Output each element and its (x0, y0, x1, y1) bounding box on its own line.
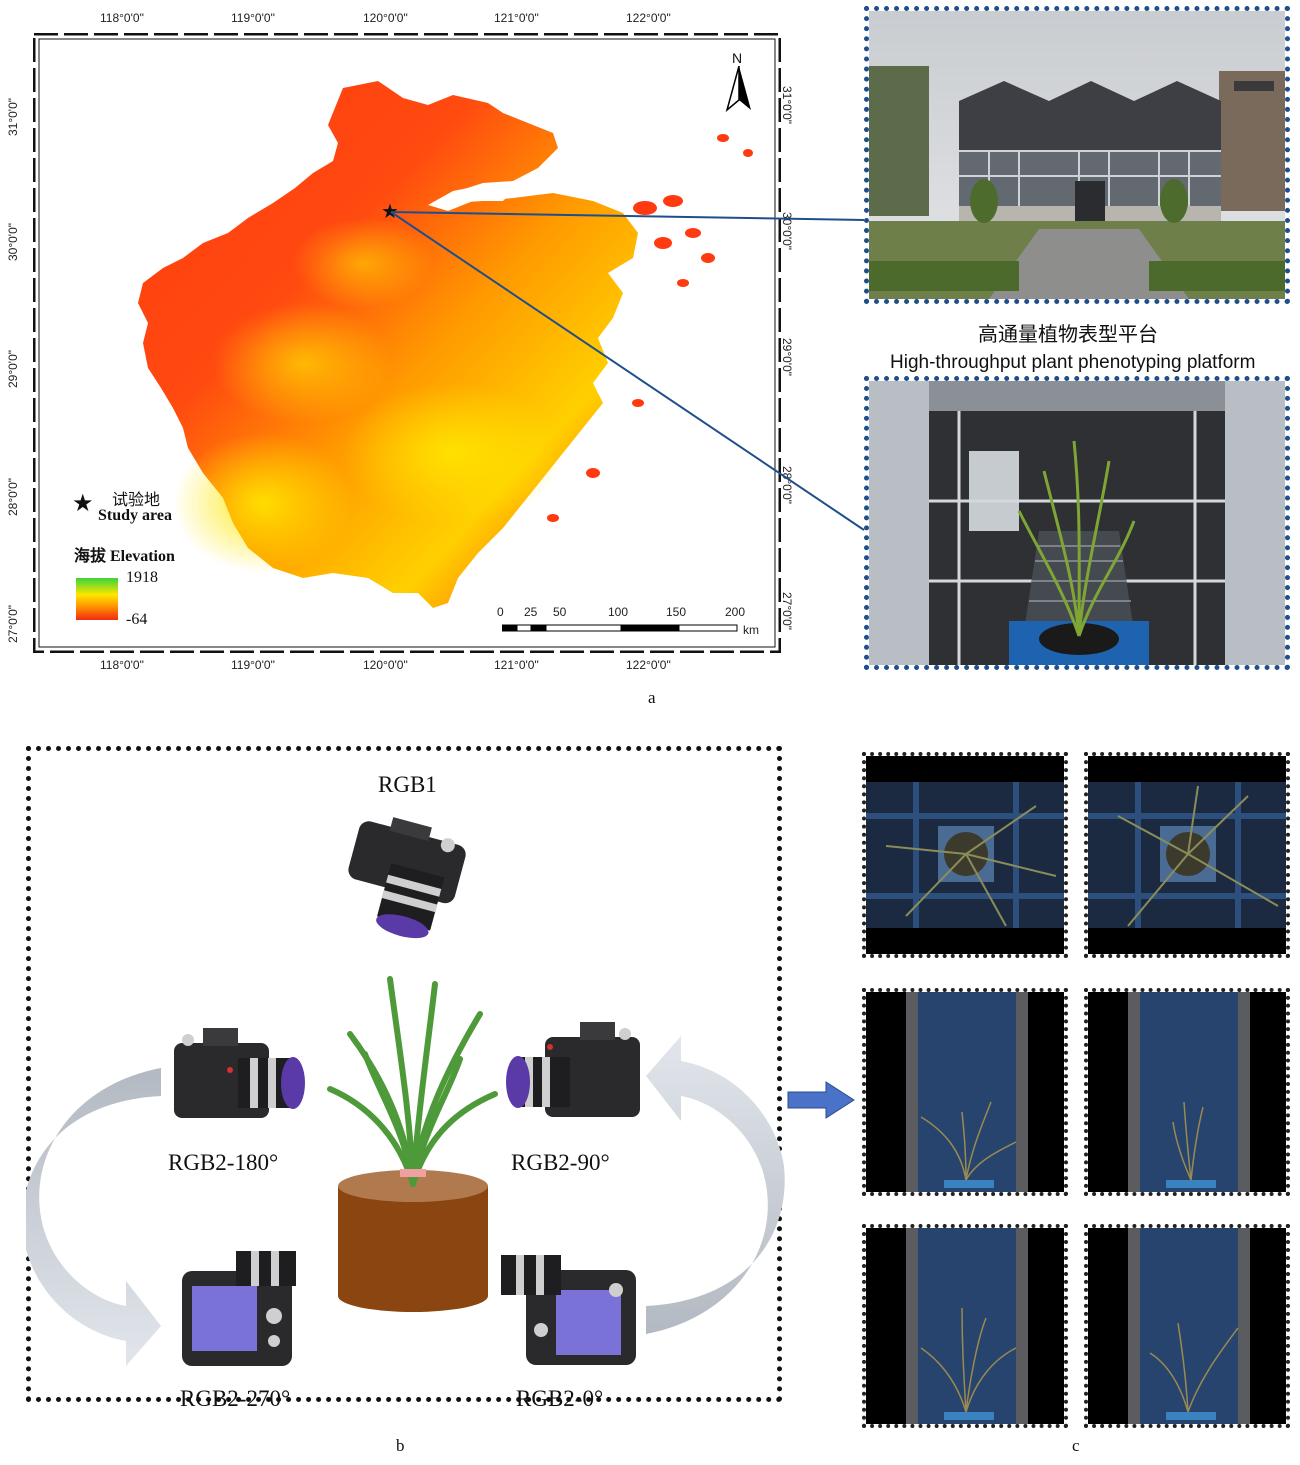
plant-pot-illustration (327, 976, 498, 1312)
thumb-top-view-2 (1084, 752, 1290, 958)
map-tick-top-3: 120°0'0" (363, 11, 408, 25)
scalebar-label-200: 200 (725, 605, 746, 619)
north-label: N (732, 50, 743, 66)
legend-study-cn: 试验地 (112, 492, 161, 509)
platform-interior-photo (864, 376, 1290, 670)
camera-label-rgb2-270: RGB2-270° (180, 1386, 291, 1411)
map-tick-bottom-1: 118°0'0" (100, 658, 144, 672)
camera-top-icon (348, 817, 466, 939)
panel-b-frame (26, 746, 782, 1402)
scalebar-label-150: 150 (666, 605, 687, 619)
panel-letter-a: a (648, 688, 656, 707)
connector-lines (390, 211, 865, 531)
legend-star-icon: ★ (72, 491, 94, 517)
map-tick-top-4: 121°0'0" (494, 11, 539, 25)
scalebar-bar (502, 624, 738, 632)
camera-label-rgb2-180: RGB2-180° (168, 1150, 279, 1175)
camera-label-rgb1: RGB1 (378, 772, 437, 797)
legend-elev-max: 1918 (126, 569, 158, 586)
north-arrow-icon (725, 66, 751, 112)
thumb-side-view-4 (1084, 1224, 1290, 1428)
scalebar: 0 25 50 100 150 200 km (494, 605, 774, 641)
camera-180-icon (174, 1028, 305, 1118)
pot-body (338, 1186, 488, 1296)
camera-0-icon (501, 1255, 636, 1365)
map-tick-top-2: 119°0'0" (231, 11, 275, 25)
legend-elev-min: -64 (126, 611, 148, 628)
arrow-to-c-icon (787, 1081, 855, 1119)
camera-label-rgb2-90: RGB2-90° (511, 1150, 610, 1175)
map-tick-bottom-4: 121°0'0" (494, 658, 539, 672)
rotation-arrows (26, 1036, 785, 1366)
legend-elev-bar (76, 578, 118, 620)
study-area-star-icon: ★ (381, 201, 399, 223)
camera-label-rgb2-0: RGB2-0° (516, 1386, 604, 1411)
map-svg (32, 32, 782, 654)
scalebar-label-25: 25 (524, 605, 538, 619)
thumb-top-view-1 (862, 752, 1068, 958)
camera-90-icon (506, 1022, 640, 1117)
panel-letter-c: c (1072, 1436, 1080, 1455)
map-tick-top-5: 122°0'0" (626, 11, 671, 25)
thumb-side-view-2 (1084, 988, 1290, 1196)
legend-elev-title: 海拔 Elevation (74, 548, 175, 565)
scalebar-unit: km (743, 623, 759, 637)
map-tick-bottom-2: 119°0'0" (231, 658, 275, 672)
legend-study-en: Study area (98, 507, 172, 524)
scalebar-label-100: 100 (608, 605, 629, 619)
map-tick-bottom-3: 120°0'0" (363, 658, 408, 672)
map-tick-bottom-5: 122°0'0" (626, 658, 671, 672)
thumb-side-view-3 (862, 1224, 1068, 1428)
scalebar-label-0: 0 (497, 605, 504, 619)
panel-letter-b: b (396, 1436, 405, 1455)
north-arrow: N (722, 50, 756, 112)
map-frame (32, 32, 782, 654)
map-tick-top-1: 118°0'0" (100, 11, 144, 25)
platform-title-en: High-throughput plant phenotyping platfo… (890, 352, 1256, 373)
thumb-side-view-1 (862, 988, 1068, 1196)
platform-title-cn: 高通量植物表型平台 (978, 324, 1158, 346)
scalebar-label-50: 50 (553, 605, 567, 619)
camera-270-icon (182, 1251, 296, 1366)
greenhouse-photo (864, 6, 1290, 304)
